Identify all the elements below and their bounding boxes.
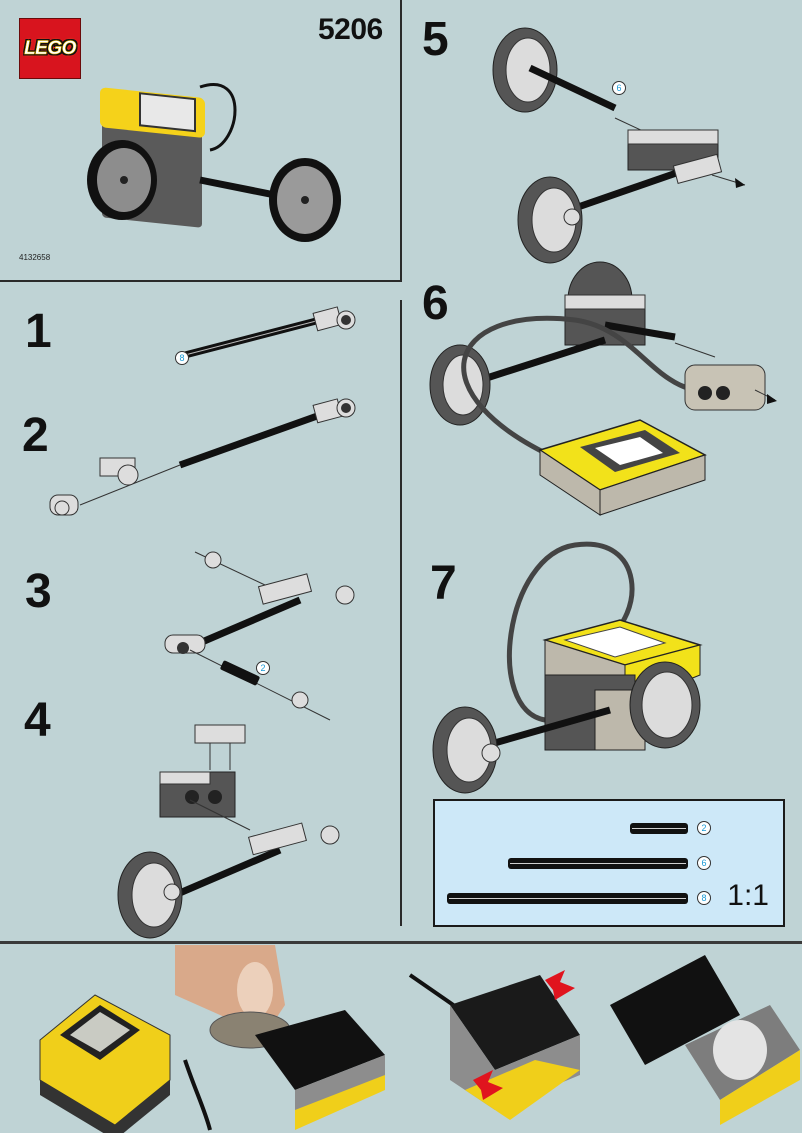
axle-8-label: 8 [697, 891, 711, 905]
logo-text: LEGO [24, 37, 77, 59]
coin-opening-photo [175, 945, 385, 1130]
step-5-number: 5 [422, 13, 449, 66]
step-4-number: 4 [24, 694, 51, 747]
step-4-illustration [117, 724, 340, 939]
step-5-illustration [492, 27, 746, 264]
step-5-part-callout: 6 [612, 81, 626, 95]
step-1-illustration [184, 306, 356, 359]
top-box-right-border [400, 0, 402, 282]
step-7-illustration [432, 541, 703, 794]
step-6-number: 6 [422, 277, 449, 330]
step-7-number: 7 [430, 557, 457, 610]
cover-model-illustration [87, 83, 341, 242]
axle-2-label: 2 [697, 821, 711, 835]
set-number: 5206 [318, 13, 383, 46]
lego-logo: LEGO [19, 18, 81, 79]
step-3-illustration [164, 551, 355, 721]
axle-6-label: 6 [697, 856, 711, 870]
battery-section-divider [0, 941, 802, 944]
step-3-number: 3 [25, 565, 52, 618]
parts-legend: 2 6 8 1:1 [433, 799, 785, 927]
axle-6-part [508, 858, 688, 869]
step-1-number: 1 [25, 305, 52, 358]
column-divider [400, 300, 402, 926]
axle-8-part [447, 893, 688, 904]
step-6-illustration [429, 261, 777, 516]
step-2-number: 2 [22, 409, 49, 462]
top-box-bottom-border [0, 280, 402, 282]
step-1-part-callout: 8 [175, 351, 189, 365]
open-battery-photo [610, 955, 800, 1125]
step-3-part-callout: 2 [256, 661, 270, 675]
scale-ratio: 1:1 [727, 879, 769, 912]
item-code: 4132658 [19, 253, 51, 262]
axle-2-part [630, 823, 688, 834]
slide-cover-photo [408, 970, 580, 1120]
step-2-illustration [49, 398, 356, 516]
display-unit-photo [39, 994, 212, 1133]
